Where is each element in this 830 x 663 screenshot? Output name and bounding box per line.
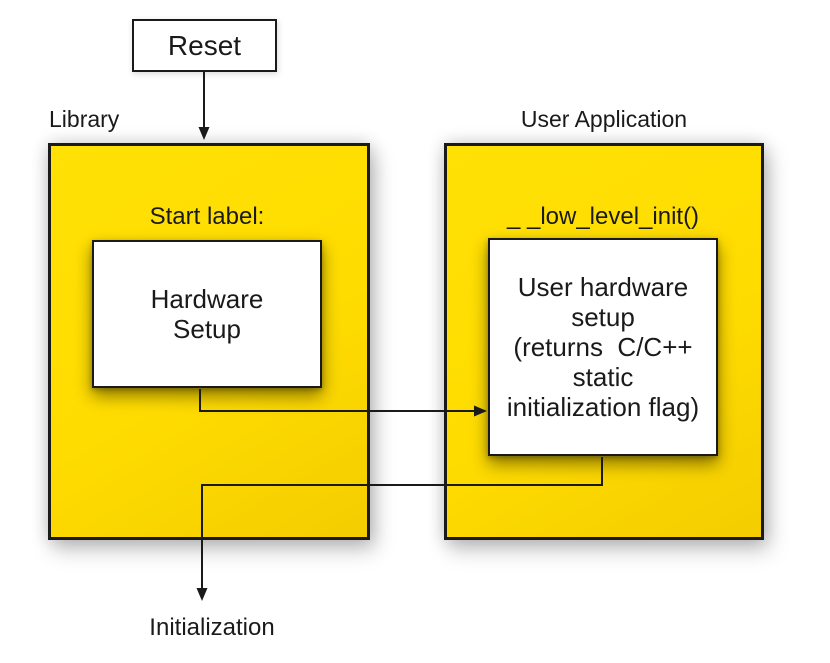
hardware-setup-box: Hardware Setup — [92, 240, 322, 388]
arrowhead-down-icon — [196, 588, 208, 601]
start-label: Start label: — [149, 203, 265, 230]
initialization-label: Initialization — [149, 614, 275, 641]
user-hardware-setup-text: User hardware setup (returns C/C++ stati… — [506, 272, 700, 422]
hardware-setup-text: Hardware Setup — [150, 284, 264, 344]
library-title: Library — [49, 106, 120, 132]
user-application-title: User Application — [520, 106, 688, 132]
arrowhead-down-icon — [198, 127, 210, 140]
reset-box: Reset — [132, 19, 277, 72]
low-level-init-label: _ _low_level_init() — [506, 203, 700, 230]
reset-label: Reset — [167, 29, 242, 61]
user-hardware-setup-box: User hardware setup (returns C/C++ stati… — [488, 238, 718, 456]
